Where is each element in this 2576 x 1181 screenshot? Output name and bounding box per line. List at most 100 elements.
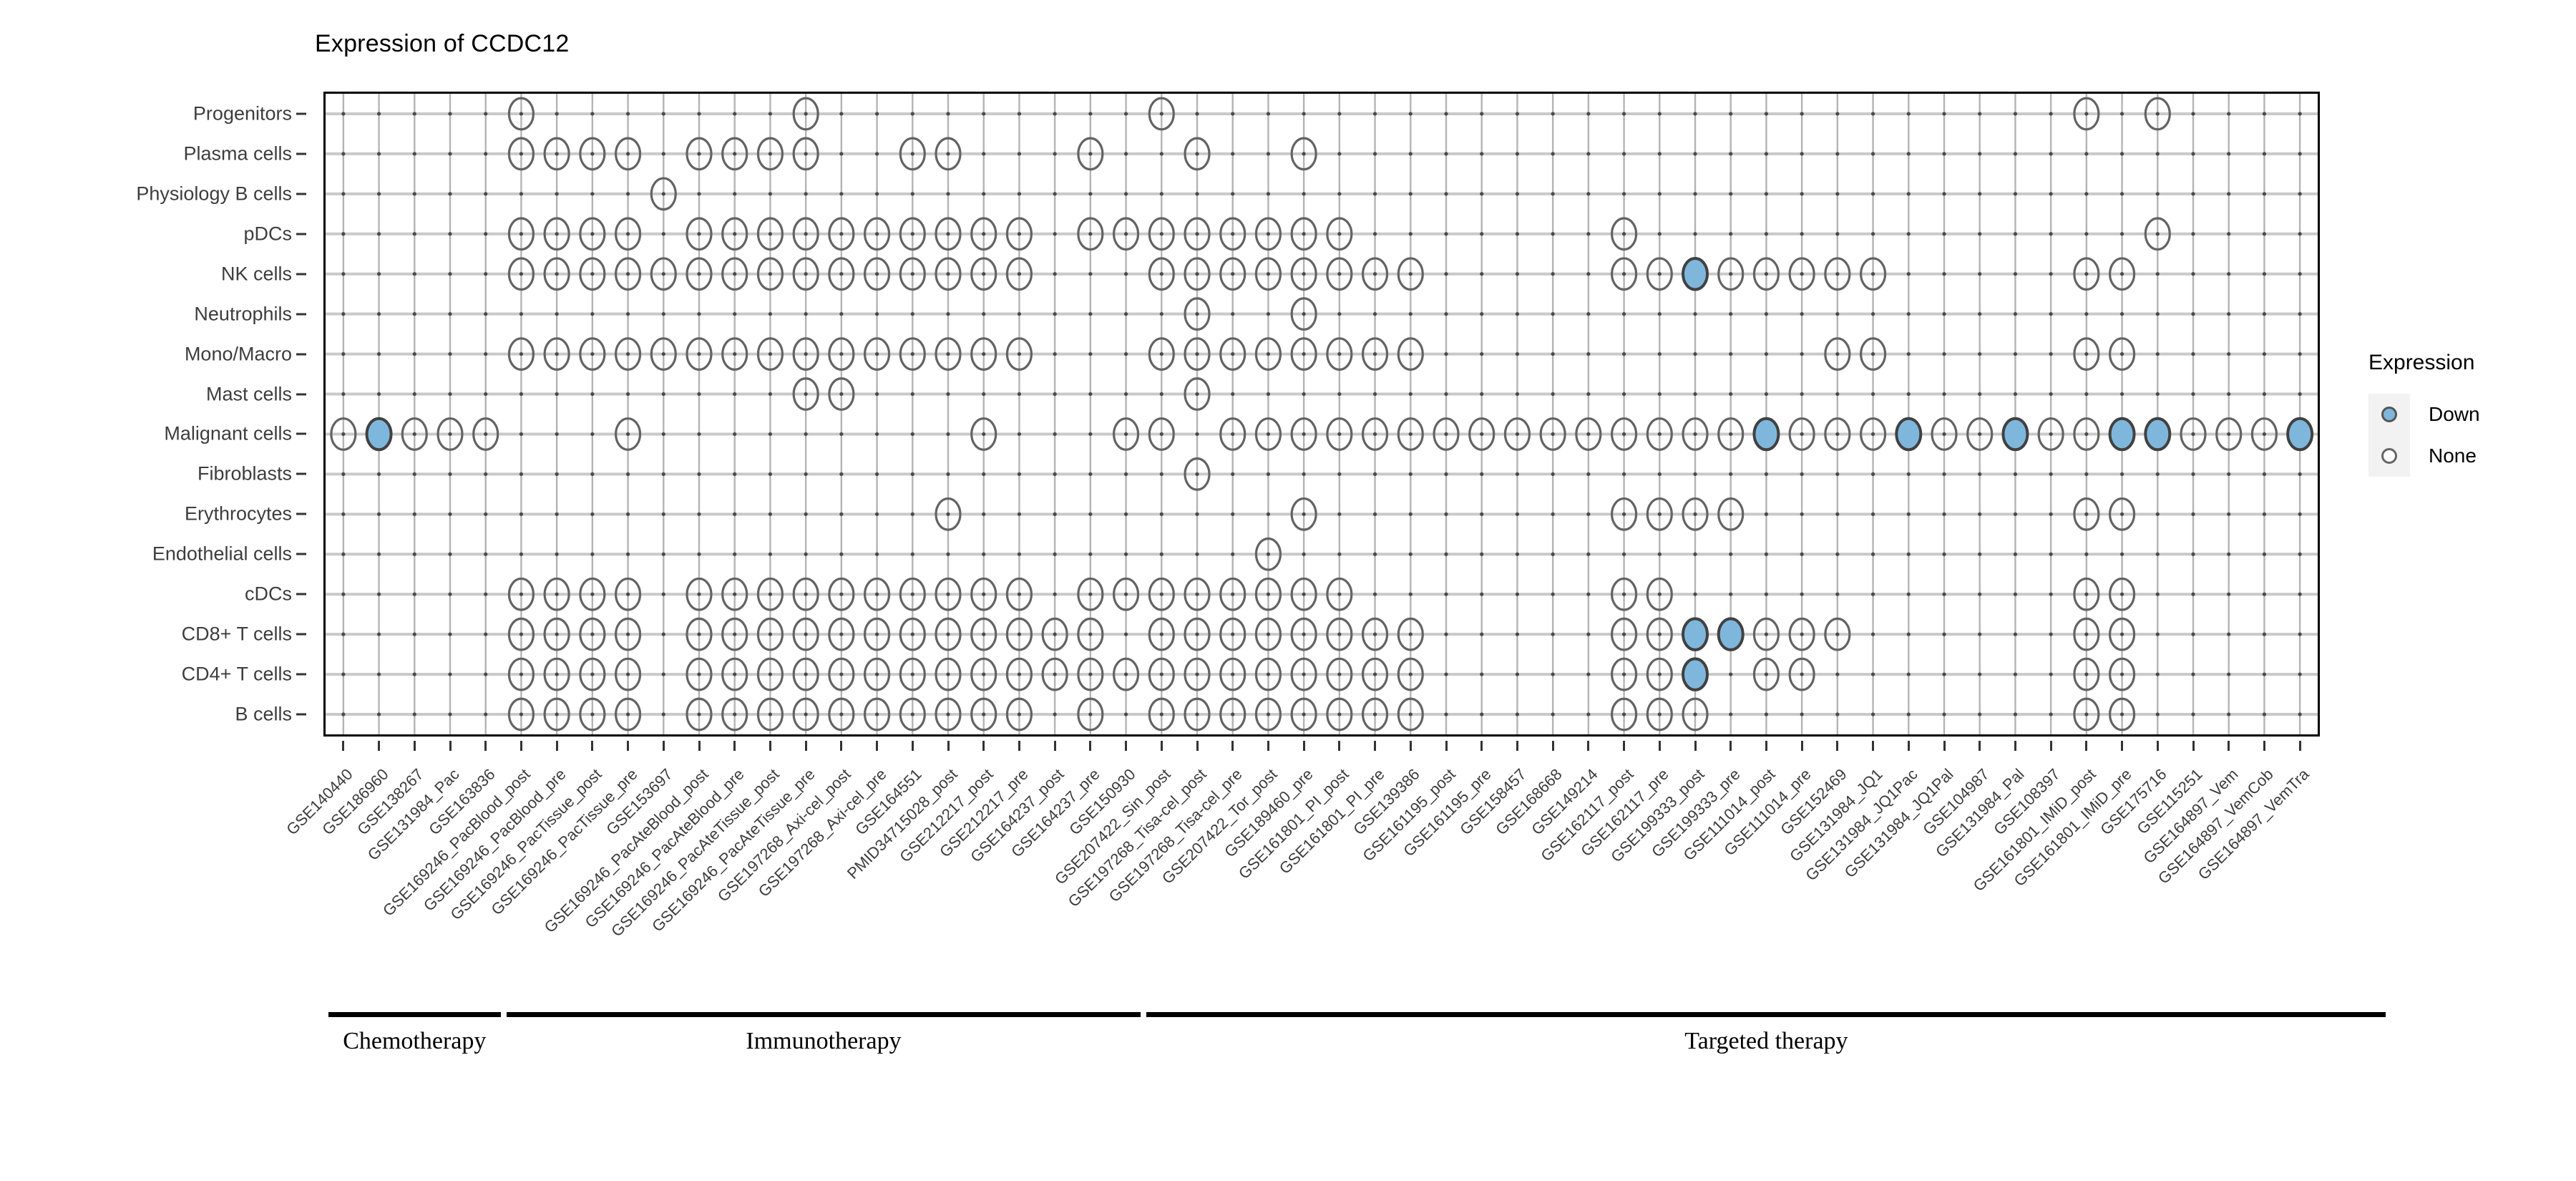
expression-dot-none[interactable] <box>614 217 642 251</box>
expression-dot-none[interactable] <box>2108 577 2136 611</box>
expression-dot-none[interactable] <box>721 337 748 371</box>
expression-dot-none[interactable] <box>970 577 997 611</box>
expression-dot-none[interactable] <box>507 577 535 611</box>
expression-dot-none[interactable] <box>828 377 855 411</box>
expression-dot-none[interactable] <box>1005 257 1033 291</box>
expression-dot-none[interactable] <box>1290 657 1317 691</box>
expression-dot-none[interactable] <box>899 577 926 611</box>
expression-dot-none[interactable] <box>792 377 819 411</box>
expression-dot-none[interactable] <box>686 577 713 611</box>
expression-dot-none[interactable] <box>1824 417 1851 451</box>
expression-dot-none[interactable] <box>1219 617 1246 651</box>
expression-dot-none[interactable] <box>756 137 784 171</box>
expression-dot-none[interactable] <box>756 257 784 291</box>
expression-dot-down[interactable] <box>2001 417 2029 452</box>
expression-dot-none[interactable] <box>1290 217 1317 251</box>
expression-dot-none[interactable] <box>686 617 713 651</box>
expression-dot-none[interactable] <box>579 697 606 732</box>
expression-dot-none[interactable] <box>1290 697 1317 732</box>
expression-dot-none[interactable] <box>2073 697 2100 732</box>
expression-dot-none[interactable] <box>2037 417 2064 451</box>
expression-dot-none[interactable] <box>1717 497 1745 531</box>
expression-dot-none[interactable] <box>828 257 855 291</box>
expression-dot-down[interactable] <box>2286 417 2314 452</box>
expression-dot-none[interactable] <box>970 617 997 651</box>
expression-dot-none[interactable] <box>970 337 997 371</box>
expression-dot-none[interactable] <box>401 417 428 451</box>
expression-dot-none[interactable] <box>1788 257 1815 291</box>
expression-dot-none[interactable] <box>1397 337 1424 371</box>
expression-dot-none[interactable] <box>1326 697 1353 732</box>
expression-dot-none[interactable] <box>543 337 570 371</box>
expression-dot-none[interactable] <box>935 497 962 531</box>
expression-dot-none[interactable] <box>1326 337 1353 371</box>
expression-dot-none[interactable] <box>2144 217 2171 251</box>
expression-dot-none[interactable] <box>507 257 535 291</box>
expression-dot-none[interactable] <box>863 337 891 371</box>
expression-dot-none[interactable] <box>1468 417 1496 451</box>
expression-dot-none[interactable] <box>792 697 819 732</box>
expression-dot-none[interactable] <box>686 137 713 171</box>
expression-dot-none[interactable] <box>1326 257 1353 291</box>
expression-dot-none[interactable] <box>614 697 642 732</box>
expression-dot-none[interactable] <box>899 137 926 171</box>
expression-dot-none[interactable] <box>579 337 606 371</box>
expression-dot-down[interactable] <box>365 417 393 452</box>
expression-dot-none[interactable] <box>579 217 606 251</box>
expression-dot-none[interactable] <box>899 697 926 732</box>
expression-dot-none[interactable] <box>1184 337 1211 371</box>
expression-dot-none[interactable] <box>1254 617 1282 651</box>
expression-dot-none[interactable] <box>543 697 570 732</box>
expression-dot-none[interactable] <box>1254 697 1282 732</box>
expression-dot-none[interactable] <box>899 617 926 651</box>
expression-dot-none[interactable] <box>2250 417 2278 451</box>
expression-dot-none[interactable] <box>1254 417 1282 451</box>
expression-dot-none[interactable] <box>1397 417 1424 451</box>
expression-dot-none[interactable] <box>1112 577 1140 611</box>
expression-dot-none[interactable] <box>970 257 997 291</box>
expression-dot-none[interactable] <box>1859 257 1887 291</box>
expression-dot-none[interactable] <box>1397 657 1424 691</box>
expression-dot-none[interactable] <box>792 137 819 171</box>
expression-dot-none[interactable] <box>614 337 642 371</box>
expression-dot-none[interactable] <box>899 217 926 251</box>
expression-dot-none[interactable] <box>792 657 819 691</box>
expression-dot-none[interactable] <box>935 337 962 371</box>
expression-dot-none[interactable] <box>579 137 606 171</box>
expression-dot-none[interactable] <box>721 257 748 291</box>
expression-dot-none[interactable] <box>1397 697 1424 732</box>
expression-dot-none[interactable] <box>935 657 962 691</box>
expression-dot-none[interactable] <box>472 417 499 451</box>
expression-dot-none[interactable] <box>828 617 855 651</box>
expression-dot-none[interactable] <box>1361 337 1389 371</box>
expression-dot-down[interactable] <box>1717 617 1745 651</box>
expression-dot-none[interactable] <box>1539 417 1566 451</box>
expression-dot-none[interactable] <box>1610 697 1638 732</box>
expression-dot-none[interactable] <box>721 577 748 611</box>
expression-dot-none[interactable] <box>1646 257 1673 291</box>
expression-dot-none[interactable] <box>1148 577 1175 611</box>
expression-dot-none[interactable] <box>1254 217 1282 251</box>
expression-dot-none[interactable] <box>863 217 891 251</box>
expression-dot-none[interactable] <box>935 137 962 171</box>
expression-dot-none[interactable] <box>686 217 713 251</box>
expression-dot-none[interactable] <box>507 217 535 251</box>
expression-dot-none[interactable] <box>1290 257 1317 291</box>
expression-dot-none[interactable] <box>1041 657 1068 691</box>
expression-dot-none[interactable] <box>2108 617 2136 651</box>
expression-dot-none[interactable] <box>2180 417 2207 451</box>
expression-dot-none[interactable] <box>1077 657 1104 691</box>
expression-dot-down[interactable] <box>1682 256 1709 291</box>
expression-dot-none[interactable] <box>1184 297 1211 331</box>
expression-dot-none[interactable] <box>507 617 535 651</box>
expression-dot-none[interactable] <box>1824 617 1851 651</box>
expression-dot-none[interactable] <box>1290 497 1317 531</box>
expression-dot-none[interactable] <box>614 657 642 691</box>
expression-dot-none[interactable] <box>1326 417 1353 451</box>
expression-dot-none[interactable] <box>1290 337 1317 371</box>
expression-dot-none[interactable] <box>614 137 642 171</box>
expression-dot-none[interactable] <box>792 217 819 251</box>
expression-dot-none[interactable] <box>1148 417 1175 451</box>
expression-dot-none[interactable] <box>1184 217 1211 251</box>
expression-dot-none[interactable] <box>543 657 570 691</box>
